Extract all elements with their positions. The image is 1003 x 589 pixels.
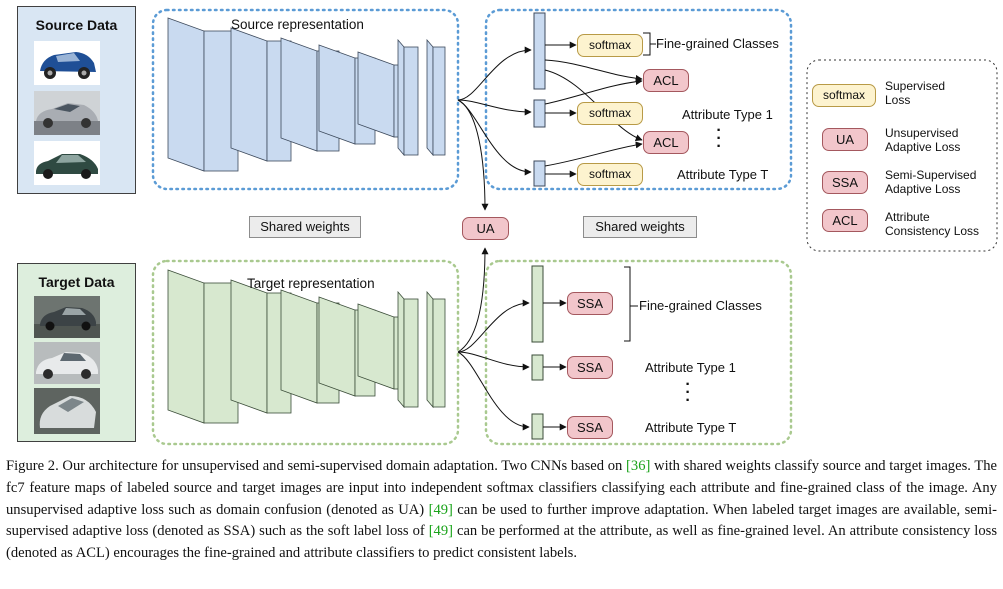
target-fine-grained-fc (531, 265, 544, 343)
legend-softmax-text: Supervised Loss (885, 79, 946, 107)
target-car-image-1 (34, 296, 100, 338)
source-attr1-fc (533, 99, 546, 128)
target-cnn-layer-6 (403, 298, 419, 408)
source-softmax-attrT: softmax (577, 163, 643, 186)
shared-weights-left: Shared weights (249, 216, 361, 238)
source-cnn-layer-7-side (426, 38, 434, 157)
legend-ua-text: Unsupervised Adaptive Loss (885, 126, 961, 154)
source-cnn-layers (167, 17, 446, 172)
legend-acl-swatch: ACL (822, 209, 868, 232)
target-attrT-label: Attribute Type T (645, 420, 737, 435)
source-representation-title: Source representation (231, 17, 364, 32)
source-fine-grained-label: Fine-grained Classes (656, 36, 779, 51)
source-attrT-fc (533, 160, 546, 187)
target-fine-grained-label: Fine-grained Classes (639, 298, 762, 313)
source-attrT-label: Attribute Type T (677, 167, 769, 182)
source-attr1-label: Attribute Type 1 (682, 107, 773, 122)
source-cnn-layer-6 (403, 46, 419, 156)
source-car-image-1 (34, 41, 100, 85)
caption-citation-49b[interactable]: [49] (428, 523, 454, 540)
caption-citation-36[interactable]: [36] (626, 458, 651, 474)
target-cnn-layer-7-side (426, 290, 434, 409)
target-cnn-layer-1-side (167, 269, 205, 424)
legend-ssa-swatch: SSA (822, 171, 868, 194)
target-attr1-label: Attribute Type 1 (645, 360, 736, 375)
source-car-image-2 (34, 91, 100, 135)
acl-loss-box-1: ACL (643, 69, 689, 92)
target-attrT-fc (531, 413, 544, 440)
target-attr1-fc (531, 354, 544, 381)
source-fanout-arrows (457, 46, 532, 211)
source-cnn-layer-2-side (230, 27, 268, 162)
caption-citation-49a[interactable]: [49] (428, 501, 453, 518)
target-ssa-fine-grained: SSA (567, 292, 613, 315)
legend-acl-text: Attribute Consistency Loss (885, 210, 980, 238)
target-cnn-layer-3-side (280, 289, 318, 404)
target-data-title: Target Data (38, 274, 115, 290)
source-heads-box (484, 8, 793, 191)
ua-loss-box: UA (462, 217, 509, 240)
caption-part-1: Figure 2. Our architecture for unsupervi… (6, 458, 627, 474)
target-heads-box (484, 259, 793, 446)
source-cnn-layer-6-side (397, 38, 405, 157)
architecture-diagram (151, 8, 998, 446)
target-cnn-layer-2-side (230, 279, 268, 414)
target-head-arrows (543, 299, 567, 431)
target-cnn-layer-7 (432, 298, 446, 408)
source-cnn-layer-3-side (280, 37, 318, 152)
target-car-image-2 (34, 342, 100, 384)
source-data-panel: Source Data (17, 6, 136, 194)
source-cnn-layer-5-side (357, 51, 395, 138)
target-representation-title: Target representation (247, 276, 375, 291)
source-fine-grained-bracket (643, 32, 656, 56)
source-car-image-3 (34, 141, 100, 185)
source-cnn-layer-7 (432, 46, 446, 156)
source-softmax-attr1: softmax (577, 102, 643, 125)
legend-ssa-text: Semi-Supervised Adaptive Loss (885, 168, 977, 196)
source-cnn-layer-1-side (167, 17, 205, 172)
target-cnn-layer-4-side (318, 296, 356, 397)
target-ellipsis: ··· (685, 376, 691, 409)
legend-softmax-swatch: softmax (812, 84, 876, 107)
target-cnn-layer-6-side (397, 290, 405, 409)
caption-part-2: with shared weights classify source and … (6, 458, 998, 518)
target-data-panel: Target Data (17, 263, 136, 442)
target-car-image-3 (34, 388, 100, 434)
acl-loss-box-2: ACL (643, 131, 689, 154)
source-fine-grained-fc (533, 12, 546, 90)
target-fanout-arrows (457, 247, 530, 431)
target-ssa-attrT: SSA (567, 416, 613, 439)
target-ssa-attr1: SSA (567, 356, 613, 379)
source-data-title: Source Data (35, 17, 118, 33)
source-ellipsis: ··· (716, 122, 722, 155)
target-representation-box (151, 259, 460, 446)
figure-caption: Figure 2. Our architecture for unsupervi… (6, 456, 997, 565)
source-cnn-layer-4-side (318, 44, 356, 145)
caption-part-3: can be used to further improve adaptatio… (6, 501, 998, 540)
source-softmax-fine-grained: softmax (577, 34, 643, 57)
caption-part-4: can be performed at the attribute, as we… (6, 523, 997, 562)
target-fine-grained-bracket (624, 266, 638, 342)
legend-ua-swatch: UA (822, 128, 868, 151)
target-cnn-layers (167, 269, 446, 424)
shared-weights-right: Shared weights (583, 216, 697, 238)
target-cnn-layer-5-side (357, 303, 395, 390)
